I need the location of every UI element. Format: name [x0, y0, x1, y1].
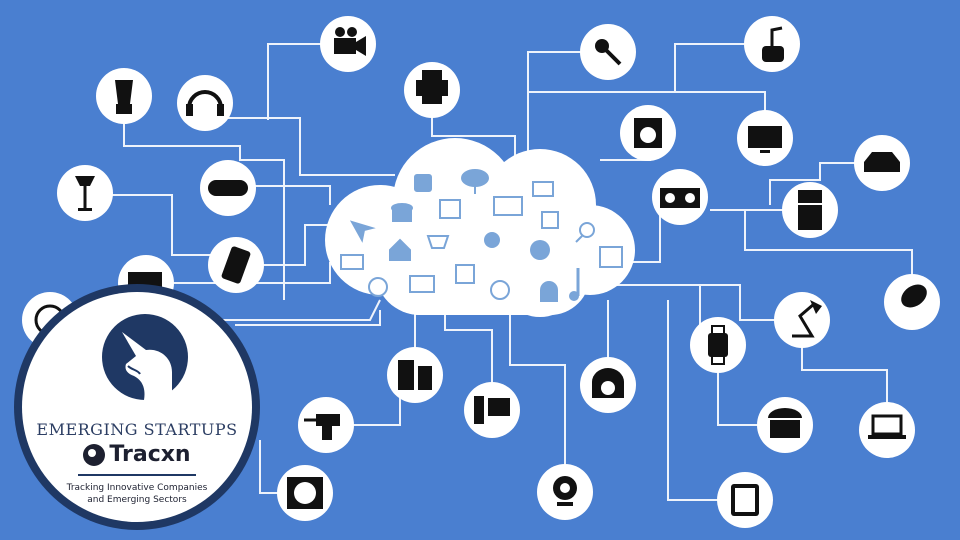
video-camera-icon	[320, 16, 376, 72]
cloud-mini-icons	[340, 169, 623, 302]
headphones-icon	[177, 75, 233, 131]
music-note-icon	[569, 268, 580, 301]
chat-icon	[530, 240, 550, 260]
mobile-phone-icon	[208, 237, 264, 293]
database-icon	[391, 203, 413, 222]
chart-icon	[409, 275, 435, 293]
brand-row: Tracxn	[83, 442, 191, 467]
search-icon	[575, 222, 595, 243]
drill-icon	[298, 397, 354, 453]
speakers-icon	[387, 347, 443, 403]
laptop-icon	[859, 402, 915, 458]
tracxn-brand: Tracxn	[22, 442, 252, 476]
edit-icon	[541, 211, 559, 229]
badge-tagline: Tracking Innovative Companies and Emergi…	[42, 482, 232, 506]
desk-lamp-icon	[774, 292, 830, 348]
ghost-icon	[540, 281, 558, 302]
refrigerator-icon	[782, 182, 838, 238]
badge-headline: EMERGING STARTUPS	[36, 420, 238, 439]
floor-lamp-icon	[57, 165, 113, 221]
unicorn-head-icon	[122, 332, 172, 400]
image-icon	[532, 181, 554, 197]
clock-small-icon	[368, 277, 388, 297]
tagline-line-2: and Emerging Sectors	[87, 495, 187, 505]
touch-screen-icon	[439, 199, 461, 219]
light-bulb-icon	[884, 274, 940, 330]
printer-icon	[404, 62, 460, 118]
shopping-bag-icon	[414, 174, 432, 192]
smartwatch-icon	[690, 317, 746, 373]
tablet-icon	[717, 472, 773, 528]
car-icon	[854, 135, 910, 191]
boombox-icon	[652, 169, 708, 225]
cart-icon	[426, 235, 450, 249]
blender-icon	[96, 68, 152, 124]
mail-icon	[340, 254, 364, 270]
fan-icon	[277, 465, 333, 521]
badge-inner: EMERGING STARTUPS Tracxn Tracking Innova…	[22, 292, 252, 522]
home-icon	[389, 238, 411, 261]
brand-name: Tracxn	[109, 442, 191, 467]
gamepad-icon	[200, 160, 256, 216]
calendar-icon	[599, 246, 623, 268]
telephone-icon	[757, 397, 813, 453]
microphone-icon	[580, 24, 636, 80]
unicorn-logo	[102, 314, 188, 400]
chip-icon	[455, 264, 475, 284]
monitor-cloud-icon	[493, 196, 523, 216]
film-icon	[490, 280, 510, 300]
webcam-icon	[537, 464, 593, 520]
scale-icon	[580, 357, 636, 413]
tracxn-logo-icon	[83, 443, 106, 466]
emerging-startups-badge: EMERGING STARTUPS Tracxn Tracking Innova…	[14, 284, 260, 530]
location-pin-icon	[484, 232, 500, 248]
device-nodes	[22, 16, 940, 528]
vacuum-icon	[744, 16, 800, 72]
washing-machine-icon	[620, 105, 676, 161]
tagline-line-1: Tracking Innovative Companies	[66, 483, 208, 493]
brand-underline	[78, 473, 196, 476]
monitor-icon	[737, 110, 793, 166]
desktop-computer-icon	[464, 382, 520, 438]
cursor-icon	[349, 220, 376, 243]
download-icon	[461, 169, 489, 194]
